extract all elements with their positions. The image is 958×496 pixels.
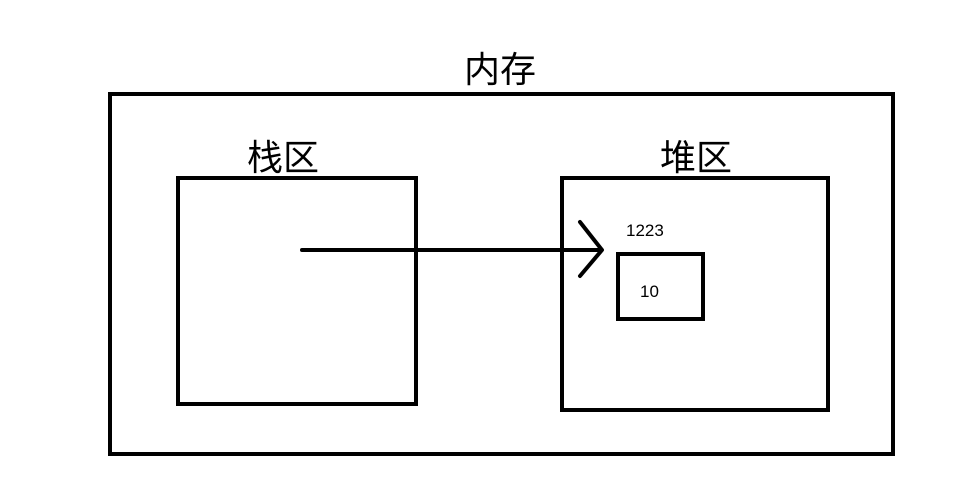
memory-box [108,92,895,456]
stack-box [176,176,418,406]
object-box [616,252,705,321]
memory-label: 内存 [464,50,536,91]
object-value: 10 [640,282,659,301]
reference-arrow-head-icon [578,220,604,278]
stack-label: 栈区 [247,138,319,179]
heap-box [560,176,830,412]
heap-label: 堆区 [660,138,732,179]
object-address: 1223 [626,221,664,240]
